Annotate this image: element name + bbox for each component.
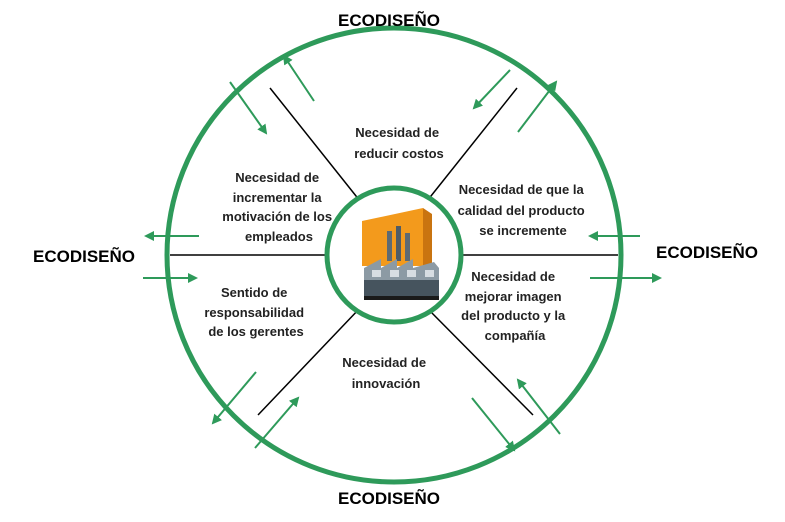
- segment-lower-left-text: Sentido de responsabilidad de los gerent…: [204, 285, 307, 339]
- arrow-upper-right-in: [472, 69, 511, 110]
- spokes: [170, 87, 618, 416]
- segment-bottom-text: Necesidad de innovación: [342, 355, 429, 391]
- arrow-upper-left-in: [229, 81, 268, 135]
- arrow-lower-left-in: [254, 396, 300, 449]
- arrow-lower-right-in: [516, 378, 561, 435]
- arrow-upper-left-out: [282, 54, 315, 102]
- segment-top-text: Necesidad de reducir costos: [354, 125, 444, 161]
- segment-lower-right-text: Necesidad de mejorar imagen del producto…: [461, 269, 569, 343]
- label-right: ECODISEÑO: [656, 242, 758, 262]
- segment-upper-right-text: Necesidad de que la calidad del producto…: [458, 182, 589, 238]
- arrows: [143, 54, 662, 452]
- factory-icon: [362, 208, 439, 300]
- label-left: ECODISEÑO: [33, 246, 135, 266]
- segment-upper-left-text: Necesidad de incrementar la motivación d…: [222, 170, 335, 244]
- arrow-upper-right-out: [517, 80, 558, 133]
- spoke-upper-left: [269, 87, 361, 202]
- spoke-lower-left: [257, 307, 361, 416]
- spoke-upper-right: [426, 87, 518, 202]
- outer-ring: [164, 25, 624, 485]
- arrow-lower-left-out: [211, 371, 257, 425]
- label-top: ECODISEÑO: [338, 10, 440, 30]
- arrow-lower-right-out: [471, 397, 516, 452]
- label-bottom: ECODISEÑO: [338, 488, 440, 508]
- spoke-lower-right: [426, 307, 534, 416]
